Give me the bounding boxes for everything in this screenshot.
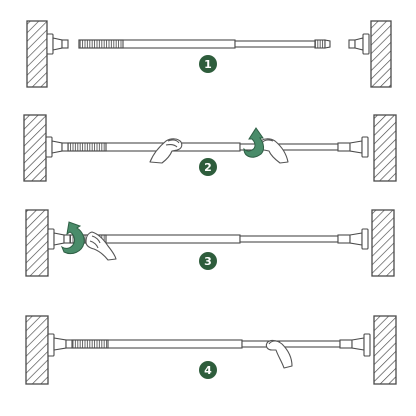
hand-twist: [85, 231, 117, 261]
wall-icon: [370, 20, 392, 88]
step-badge: 3: [199, 252, 217, 270]
wall-icon: [26, 20, 48, 88]
hand-left: [149, 138, 183, 164]
hand-resting: [265, 339, 293, 369]
step-number: 2: [204, 161, 212, 174]
step-number: 4: [204, 364, 212, 377]
hand-icon: [85, 231, 117, 261]
end-cap-icon: [46, 33, 54, 55]
end-cap-icon: [348, 39, 356, 49]
right-wall: [370, 20, 392, 88]
step-number: 1: [204, 58, 212, 71]
wall-icon: [23, 114, 47, 182]
tension-rod: [45, 136, 369, 158]
step-badge: 4: [199, 361, 217, 379]
tension-rod: [47, 333, 371, 357]
wall-icon: [25, 209, 49, 277]
step-number: 3: [204, 255, 212, 268]
wall-icon: [25, 315, 49, 385]
left-end-cap: [46, 33, 69, 55]
step-badge: 2: [199, 158, 217, 176]
hand-icon: [265, 339, 293, 369]
step-badge: 1: [199, 55, 217, 73]
rotate-arrow-icon: [60, 221, 85, 255]
right-end-cap: [348, 33, 370, 55]
wall-icon: [373, 114, 397, 182]
step-1: 1: [26, 20, 392, 88]
tension-rod: [47, 228, 369, 250]
rotate-arrow-icon: [243, 127, 264, 158]
wall-icon: [373, 315, 397, 385]
step-4: 4: [25, 315, 397, 385]
step-2: 2: [23, 114, 397, 182]
tension-rod: [78, 39, 331, 49]
hand-right: [258, 138, 289, 164]
step-3: 3: [25, 209, 395, 277]
hand-icon: [258, 138, 289, 164]
wall-icon: [371, 209, 395, 277]
left-wall: [26, 20, 48, 88]
